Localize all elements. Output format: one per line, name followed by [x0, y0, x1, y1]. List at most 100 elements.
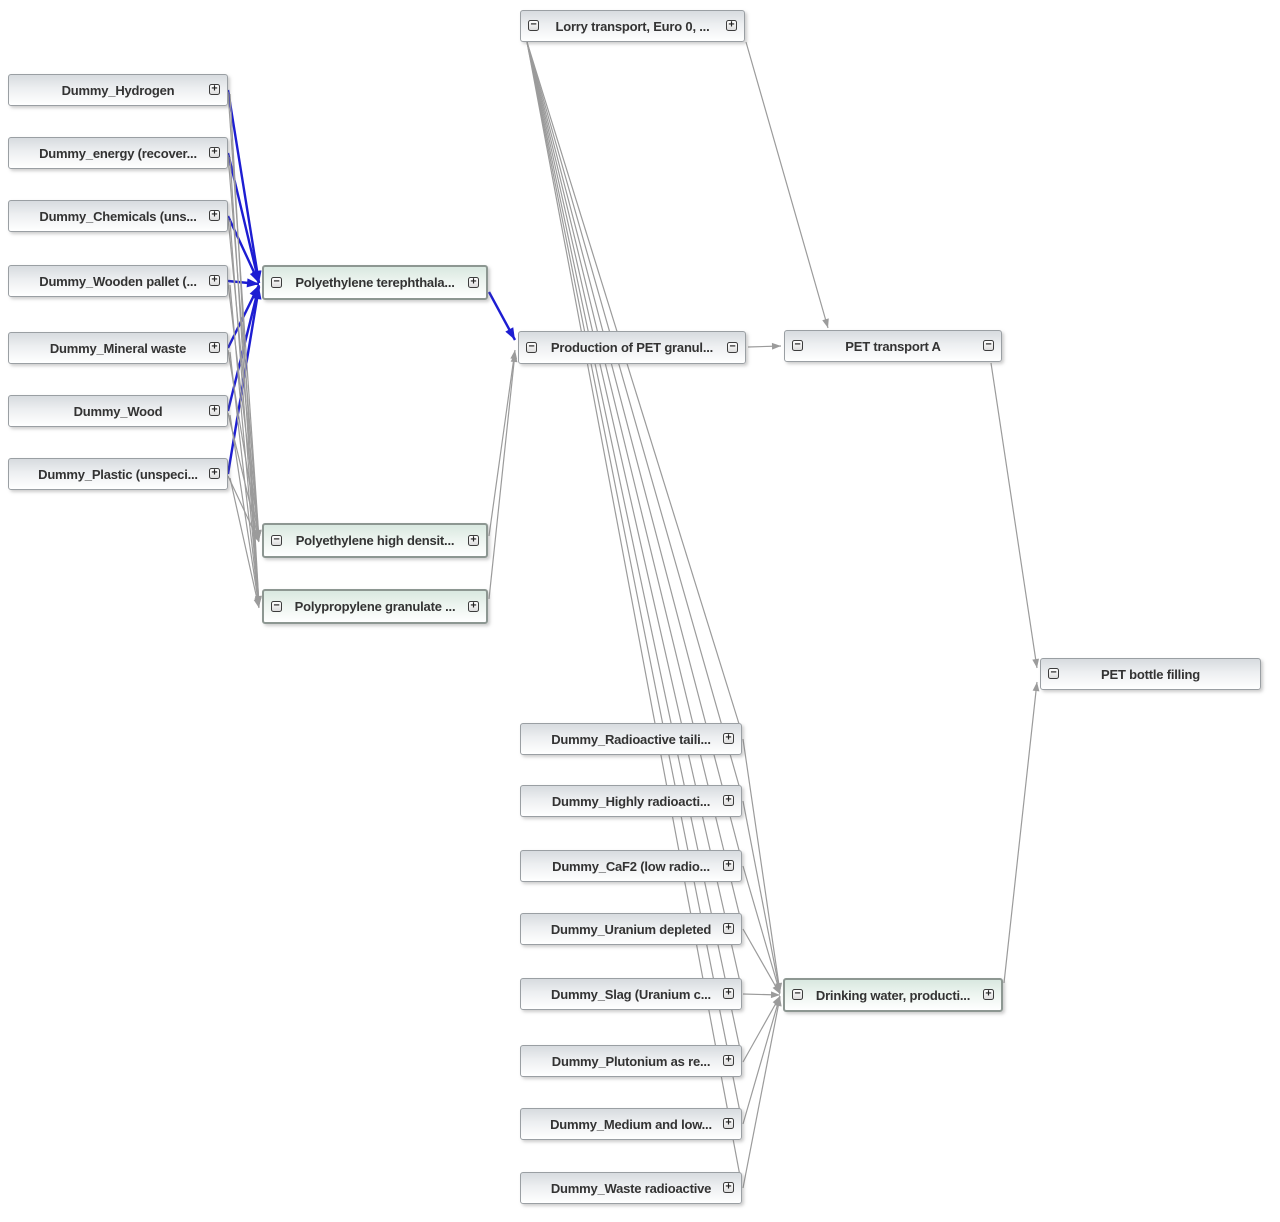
process-node-plastic[interactable]: Dummy_Plastic (unspeci... +: [8, 458, 228, 490]
process-node-rad_waste[interactable]: Dummy_Waste radioactive +: [520, 1172, 742, 1204]
collapse-input-icon[interactable]: −: [792, 340, 803, 351]
arrowhead-drinking-to-bottle: [1032, 682, 1040, 692]
process-node-rad_slag[interactable]: Dummy_Slag (Uranium c...+: [520, 978, 742, 1010]
expand-output-icon[interactable]: +: [468, 534, 479, 546]
process-label: Dummy_Wood: [73, 403, 163, 419]
arrowhead-pet_transport-to-bottle: [1032, 658, 1040, 668]
process-node-production[interactable]: −Production of PET granul...−: [518, 331, 746, 364]
expand-output-icon[interactable]: +: [468, 600, 479, 612]
expand-output-icon[interactable]: +: [209, 468, 220, 479]
flow-line-hydrogen-to-hdpe: [227, 91, 260, 540]
flow-line-hydrogen-to-pet: [226, 89, 261, 284]
process-node-pet[interactable]: − Polyethylene terephthala... +: [262, 265, 488, 300]
flow-line-rad_highly-to-drinking: [742, 800, 781, 994]
process-node-bottle[interactable]: −PET bottle filling: [1040, 658, 1261, 690]
flow-line-lorry-to-rad_plutonium: [526, 41, 741, 1050]
flow-line-pet_transport-to-bottle: [990, 362, 1038, 669]
flow-line-rad_medium-to-drinking: [742, 995, 781, 1125]
expand-output-icon[interactable]: +: [723, 988, 734, 999]
process-node-energy[interactable]: Dummy_energy (recover... +: [8, 137, 228, 169]
process-node-rad_caf2[interactable]: Dummy_CaF2 (low radio... +: [520, 850, 742, 882]
flow-line-rad_tailings-to-drinking: [742, 738, 781, 993]
expand-output-icon[interactable]: +: [209, 147, 220, 158]
process-node-lorry[interactable]: −Lorry transport, Euro 0, ...+: [520, 10, 745, 42]
expand-output-icon[interactable]: +: [723, 1118, 734, 1129]
expand-output-icon[interactable]: +: [468, 276, 479, 288]
flow-line-hydrogen-to-pp: [229, 93, 260, 606]
process-label: Dummy_Waste radioactive: [550, 1180, 712, 1196]
expand-output-icon[interactable]: +: [723, 733, 734, 744]
process-label: Dummy_energy (recover...: [39, 145, 197, 161]
expand-output-icon[interactable]: +: [723, 860, 734, 871]
collapse-input-icon[interactable]: −: [1048, 668, 1059, 679]
process-node-drinking[interactable]: −Drinking water, producti...+: [783, 978, 1003, 1012]
arrowhead-production-to-pet_transport: [771, 342, 781, 350]
process-node-rad_tailings[interactable]: Dummy_Radioactive taili... +: [520, 723, 742, 755]
process-node-hdpe[interactable]: − Polyethylene high densit... +: [262, 523, 488, 558]
arrowhead-plastic-to-pp: [253, 598, 261, 608]
arrowhead-rad_waste-to-drinking: [774, 997, 782, 1007]
expand-output-icon[interactable]: +: [209, 84, 220, 95]
process-node-wood[interactable]: Dummy_Wood +: [8, 395, 228, 427]
process-label: Polyethylene high densit...: [295, 533, 455, 548]
arrowhead-wooden_pallet-to-pet: [246, 278, 259, 288]
flow-line-rad_caf2-to-drinking: [742, 865, 781, 994]
expand-output-icon[interactable]: +: [726, 20, 737, 31]
process-node-wooden_pallet[interactable]: Dummy_Wooden pallet (... +: [8, 265, 228, 297]
flow-line-wood-to-pp: [229, 414, 260, 608]
collapse-input-icon[interactable]: −: [792, 989, 803, 1000]
collapse-output-icon[interactable]: −: [727, 341, 738, 353]
flow-line-rad_plutonium-to-drinking: [742, 995, 781, 1063]
process-node-pp[interactable]: −Polypropylene granulate ...+: [262, 589, 488, 624]
process-label: Dummy_Radioactive taili...: [551, 731, 711, 747]
arrowhead-rad_slag-to-drinking: [770, 991, 780, 999]
expand-output-icon[interactable]: +: [723, 795, 734, 806]
process-node-rad_highly[interactable]: Dummy_Highly radioacti... +: [520, 785, 742, 817]
flow-line-lorry-to-rad_slag: [526, 41, 741, 983]
process-label: Dummy_Wooden pallet (...: [39, 273, 197, 289]
flow-line-chemicals-to-hdpe: [227, 217, 260, 541]
arrowhead-plastic-to-pet: [252, 287, 262, 300]
expand-output-icon[interactable]: +: [983, 989, 994, 1000]
expand-output-icon[interactable]: +: [209, 275, 220, 286]
flow-line-rad_uranium-to-drinking: [742, 928, 781, 995]
process-node-hydrogen[interactable]: Dummy_Hydrogen+: [8, 74, 228, 106]
process-label: Dummy_Plastic (unspeci...: [38, 466, 198, 482]
expand-output-icon[interactable]: +: [723, 1055, 734, 1066]
flow-line-rad_waste-to-drinking: [742, 996, 781, 1189]
process-node-rad_plutonium[interactable]: Dummy_Plutonium as re...+: [520, 1045, 742, 1077]
expand-output-icon[interactable]: +: [209, 405, 220, 416]
flow-line-lorry-to-rad_medium: [526, 41, 741, 1113]
collapse-input-icon[interactable]: −: [528, 20, 539, 31]
flow-line-chemicals-to-pp: [229, 219, 260, 607]
collapse-input-icon[interactable]: −: [271, 276, 282, 288]
process-node-rad_medium[interactable]: Dummy_Medium and low...+: [520, 1108, 742, 1140]
arrowhead-lorry-to-pet_transport: [822, 318, 829, 328]
process-node-pet_transport[interactable]: −PET transport A−: [784, 330, 1002, 362]
flow-line-lorry-to-rad_uranium: [526, 41, 741, 918]
process-label: Dummy_Highly radioacti...: [551, 793, 711, 809]
expand-output-icon[interactable]: +: [723, 1182, 734, 1193]
flow-line-energy-to-pp: [229, 156, 260, 606]
collapse-output-icon[interactable]: −: [983, 340, 994, 351]
flow-line-drinking-to-bottle: [1003, 681, 1038, 984]
expand-output-icon[interactable]: +: [723, 923, 734, 934]
process-node-chemicals[interactable]: Dummy_Chemicals (uns...+: [8, 200, 228, 232]
process-label: Polyethylene terephthala...: [295, 275, 455, 290]
process-node-rad_uranium[interactable]: Dummy_Uranium depleted +: [520, 913, 742, 945]
expand-output-icon[interactable]: +: [209, 210, 220, 221]
process-label: Dummy_Uranium depleted: [550, 921, 712, 937]
flow-line-mineral_waste-to-pp: [229, 351, 260, 608]
flow-line-pp-to-production: [488, 352, 516, 600]
process-node-mineral_waste[interactable]: Dummy_Mineral waste+: [8, 332, 228, 364]
collapse-input-icon[interactable]: −: [526, 341, 537, 353]
flow-line-lorry-to-pet_transport: [745, 41, 829, 329]
collapse-input-icon[interactable]: −: [271, 534, 282, 546]
expand-output-icon[interactable]: +: [209, 342, 220, 353]
collapse-input-icon[interactable]: −: [271, 600, 282, 612]
arrowhead-pp-to-production: [510, 353, 518, 363]
flow-line-plastic-to-pp: [229, 477, 260, 609]
flow-line-wooden_pallet-to-pp: [229, 284, 260, 607]
process-label: Dummy_CaF2 (low radio...: [552, 858, 710, 874]
